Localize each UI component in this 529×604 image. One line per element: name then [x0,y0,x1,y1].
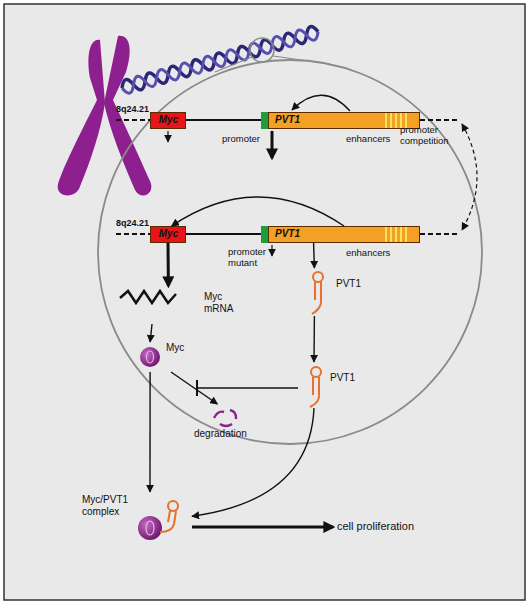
rna-node: PVT1 [300,268,372,316]
region-label: promoter [222,133,272,144]
connector-arrow [192,526,333,529]
connector-arrow [149,372,151,492]
region-label: enhancers [346,247,406,258]
node-text: cell proliferation [337,520,461,533]
connector-arrow [313,316,315,362]
inhibition-bar [196,380,198,396]
complex-node: Myc/PVT1 complex [80,492,192,546]
promoter-block [261,226,268,243]
rna-symbol [310,367,321,407]
enhancer-promoter-arrow [292,95,350,111]
connector-arrow [172,197,344,226]
connector-arrow [150,324,152,342]
node-text: Myc [151,113,186,127]
region-label: promoter mutant [228,246,270,268]
protein-ball-mark [146,521,154,535]
node-text: Myc/PVT1 complex [82,494,138,518]
rna-symbol [160,501,178,532]
chromosome-line [186,233,262,235]
locus-label: 8q24.21 [116,218,176,229]
node-text: PVT1 [275,227,335,241]
region-label: enhancers [346,133,406,144]
gene-box: Myc [150,226,186,243]
gene-box: Myc [150,112,186,129]
connector-arrow [171,372,217,404]
inhibition-line [198,387,298,388]
chromosome-line [116,233,150,235]
rna-node: PVT1 [296,362,368,408]
locus-label: 8q24.21 [116,104,176,115]
protein-ball [138,516,162,540]
rna-symbol [312,272,323,314]
chromatid [58,40,105,196]
node-text: PVT1 [330,372,366,384]
chromatid [104,36,151,196]
frame [4,4,525,600]
note-label: promoter competition [400,124,458,146]
connector-arrow [313,243,315,268]
node-text: degradation [194,428,270,440]
zoom-spot [250,38,274,62]
outcome-node: cell proliferation [333,518,463,536]
protein-ball [140,347,160,367]
node-text: PVT1 [336,278,370,290]
degradation-node: degradation [188,404,272,442]
chromosome-line [420,119,458,121]
zoom-circle [98,60,482,444]
chromosome-line [116,119,150,121]
mrna-node: Myc mRNA [118,286,244,324]
competition-arrow [462,124,477,230]
connector-arrow [167,243,170,286]
protein-node: Myc [138,342,193,372]
weak-transcription-arrow [167,131,168,142]
weak-transcription-arrow [271,245,272,256]
gene-box: PVT1 [268,112,420,129]
strong-transcription-arrow [271,131,274,158]
chromosome-line [420,233,458,235]
degradation-fragments [214,410,236,426]
node-text: Myc mRNA [204,291,244,315]
gene-box: PVT1 [268,226,420,243]
promoter-block [261,112,268,129]
node-text: Myc [151,227,186,241]
mrna-symbol [120,291,176,303]
node-text: Myc [166,342,192,354]
chromosome-line [186,119,262,121]
protein-ball-mark [147,351,154,363]
connector-arrow [192,408,314,516]
node-text: PVT1 [275,113,335,127]
